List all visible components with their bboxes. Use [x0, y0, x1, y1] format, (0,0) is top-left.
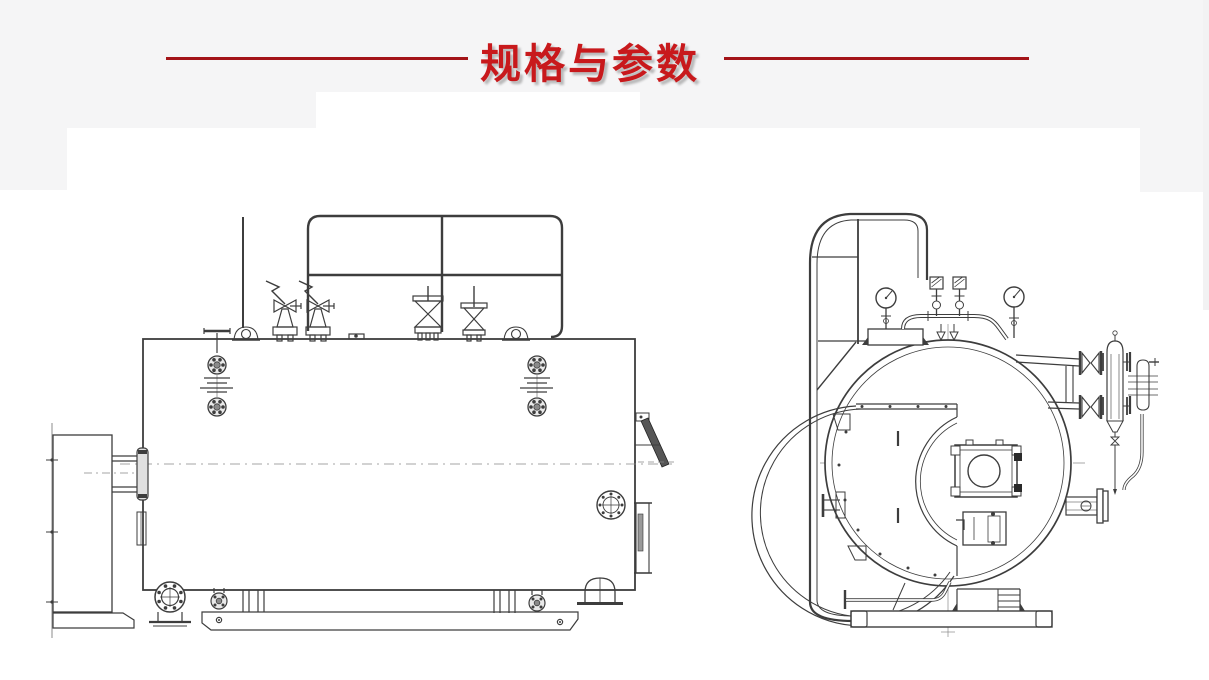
boiler-end-view-drawing — [751, 212, 1159, 637]
boiler-side-view-drawing — [46, 214, 674, 638]
header-divider-left — [166, 57, 468, 60]
background-right-strip — [1203, 0, 1209, 310]
section-title: 规格与参数 — [480, 41, 700, 87]
section-header: 规格与参数 — [0, 0, 1209, 100]
background-left-patch — [0, 128, 67, 190]
background-white-window — [316, 92, 640, 128]
header-divider-right — [724, 57, 1029, 60]
background-right-patch — [1140, 128, 1209, 192]
side-view-geometry — [46, 214, 674, 638]
end-view-geometry — [751, 212, 1159, 637]
